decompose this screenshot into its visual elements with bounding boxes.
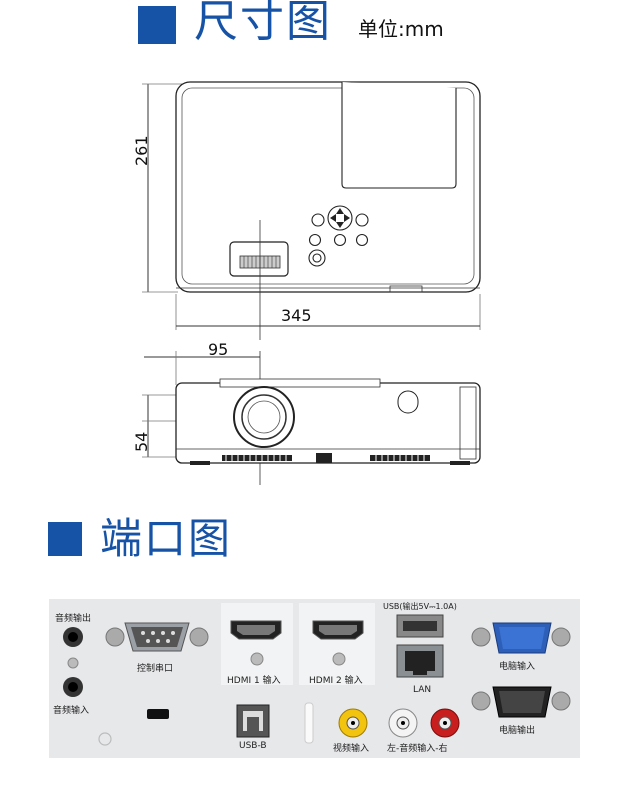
pc-out-label: 电脑输出 (499, 726, 536, 736)
audio-out-label: 音频输出 (55, 614, 92, 624)
hdmi1-label: HDMI 1 输入 (227, 676, 281, 686)
ports-section-title: 端口图 (100, 514, 233, 563)
usb-b-label: USB-B (239, 741, 267, 751)
section-square-icon (138, 6, 176, 44)
audio-lr-label: 左-音频输入-右 (387, 744, 448, 754)
projector-top-view (142, 81, 481, 340)
hdmi2-label: HDMI 2 输入 (309, 676, 363, 686)
ports-panel-graphic (63, 603, 571, 746)
dimension-section-title: 尺寸图 (194, 0, 332, 47)
lens-offset-label: 95 (208, 340, 229, 359)
pc-in-label: 电脑输入 (499, 662, 536, 672)
video-in-label: 视频输入 (333, 744, 370, 754)
height-dimension-label: 54 (132, 431, 151, 452)
section-square-icon (48, 522, 82, 556)
ports-panel: 音频输出 音频输入 控制串口 HDMI 1 输入 HDMI 2 输入 USB(输… (49, 599, 580, 758)
control-serial-label: 控制串口 (137, 664, 174, 674)
dimension-section-header: 尺寸图 单位:mm (138, 0, 444, 44)
ports-section-header: 端口图 (48, 516, 232, 562)
audio-in-label: 音频输入 (53, 706, 90, 716)
lan-label: LAN (413, 685, 432, 695)
unit-label: 单位:mm (358, 17, 444, 41)
usb-power-label: USB(输出5V⎓1.0A) (383, 602, 457, 611)
depth-dimension-label: 261 (132, 135, 151, 166)
projector-front-view (142, 351, 481, 485)
width-dimension-label: 345 (281, 306, 312, 325)
